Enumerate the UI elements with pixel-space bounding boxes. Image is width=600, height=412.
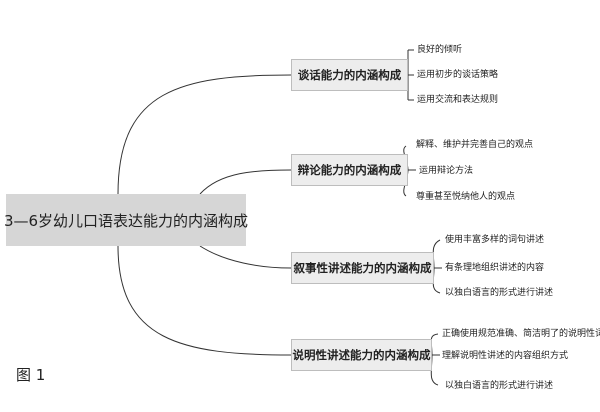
branch-node-4: 说明性讲述能力的内涵构成	[291, 339, 432, 371]
connector-brace-1	[407, 49, 414, 101]
connector-root-branch-2	[199, 169, 292, 195]
connector-root-branch-3	[199, 245, 292, 269]
branch-node-1: 谈话能力的内涵构成	[291, 59, 408, 91]
connector-brace-3	[432, 239, 442, 294]
figure-label: 图 1	[16, 366, 46, 384]
leaf-4-1: 正确使用规范准确、简洁明了的说明性词句	[442, 329, 600, 339]
leaf-1-3: 运用交流和表达规则	[417, 95, 499, 105]
leaf-3-2: 有条理地组织讲述的内容	[445, 263, 545, 273]
leaf-2-3: 尊重甚至悦纳他人的观点	[416, 192, 516, 202]
leaf-4-3: 以独白语言的形式进行讲述	[445, 381, 554, 391]
leaf-4-2: 理解说明性讲述的内容组织方式	[442, 351, 569, 361]
leaf-1-2: 运用初步的谈话策略	[417, 70, 499, 80]
leaf-3-1: 使用丰富多样的词句讲述	[445, 235, 545, 245]
leaf-2-1: 解释、维护并完善自己的观点	[416, 140, 534, 150]
connector-root-branch-4	[117, 245, 292, 356]
leaf-3-3: 以独白语言的形式进行讲述	[445, 288, 554, 298]
leaf-1-1: 良好的倾听	[417, 45, 463, 55]
branch-node-3: 叙事性讲述能力的内涵构成	[291, 252, 434, 284]
leaf-2-2: 运用辩论方法	[419, 166, 474, 176]
root-node: 3—6岁幼儿口语表达能力的内涵构成	[4, 194, 248, 246]
branch-node-2: 辩论能力的内涵构成	[291, 154, 408, 186]
connector-brace-4	[430, 333, 440, 386]
connector-root-branch-1	[117, 74, 292, 195]
